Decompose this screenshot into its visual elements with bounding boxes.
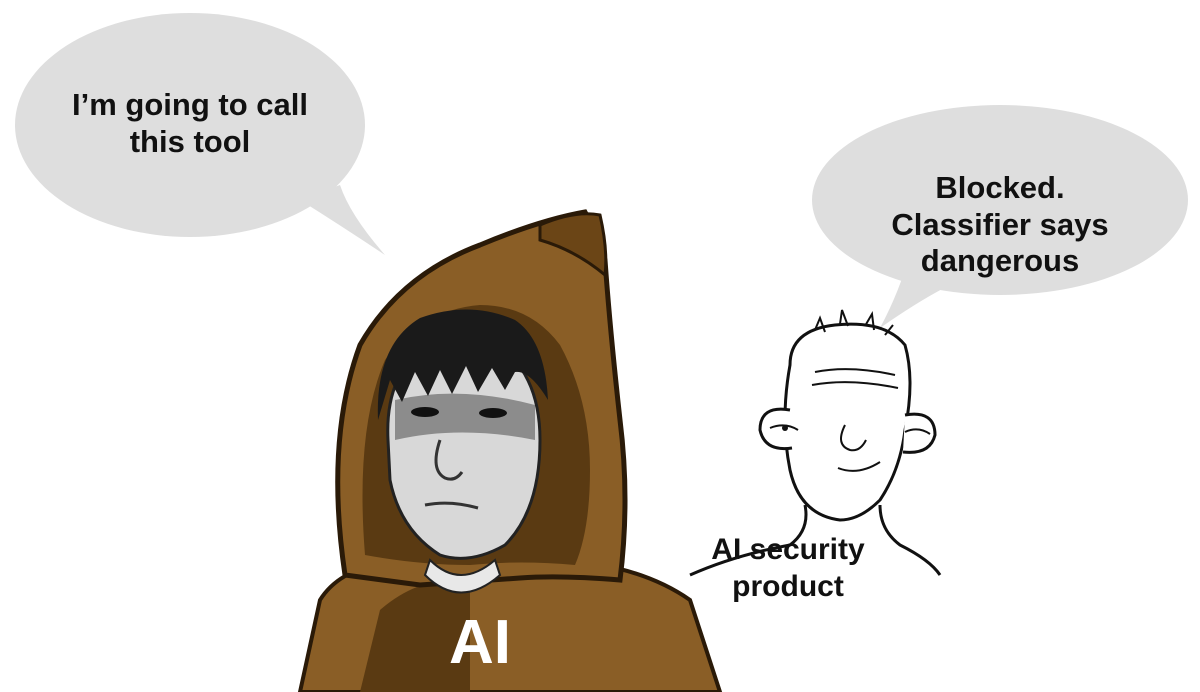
- ai-label: AI: [449, 608, 511, 677]
- security-label-line: product: [732, 569, 844, 603]
- right-bubble-text: Blocked. Classifier says dangerous: [860, 170, 1140, 280]
- left-bubble-line: I’m going to call: [72, 87, 308, 122]
- wojak-security-figure-icon: [689, 309, 942, 577]
- left-speech-bubble: [15, 13, 385, 255]
- right-bubble-line: dangerous: [920, 243, 1080, 279]
- security-product-label: AI security product: [668, 532, 908, 605]
- left-bubble-text: I’m going to call this tool: [40, 87, 340, 160]
- right-bubble-line: Classifier says: [891, 206, 1109, 242]
- hooded-ai-figure-icon: [297, 209, 723, 692]
- right-speech-bubble: [812, 105, 1188, 328]
- left-bubble-line: this tool: [129, 123, 251, 159]
- right-bubble-line: Blocked.: [935, 170, 1065, 205]
- security-label-line: AI security: [711, 533, 865, 566]
